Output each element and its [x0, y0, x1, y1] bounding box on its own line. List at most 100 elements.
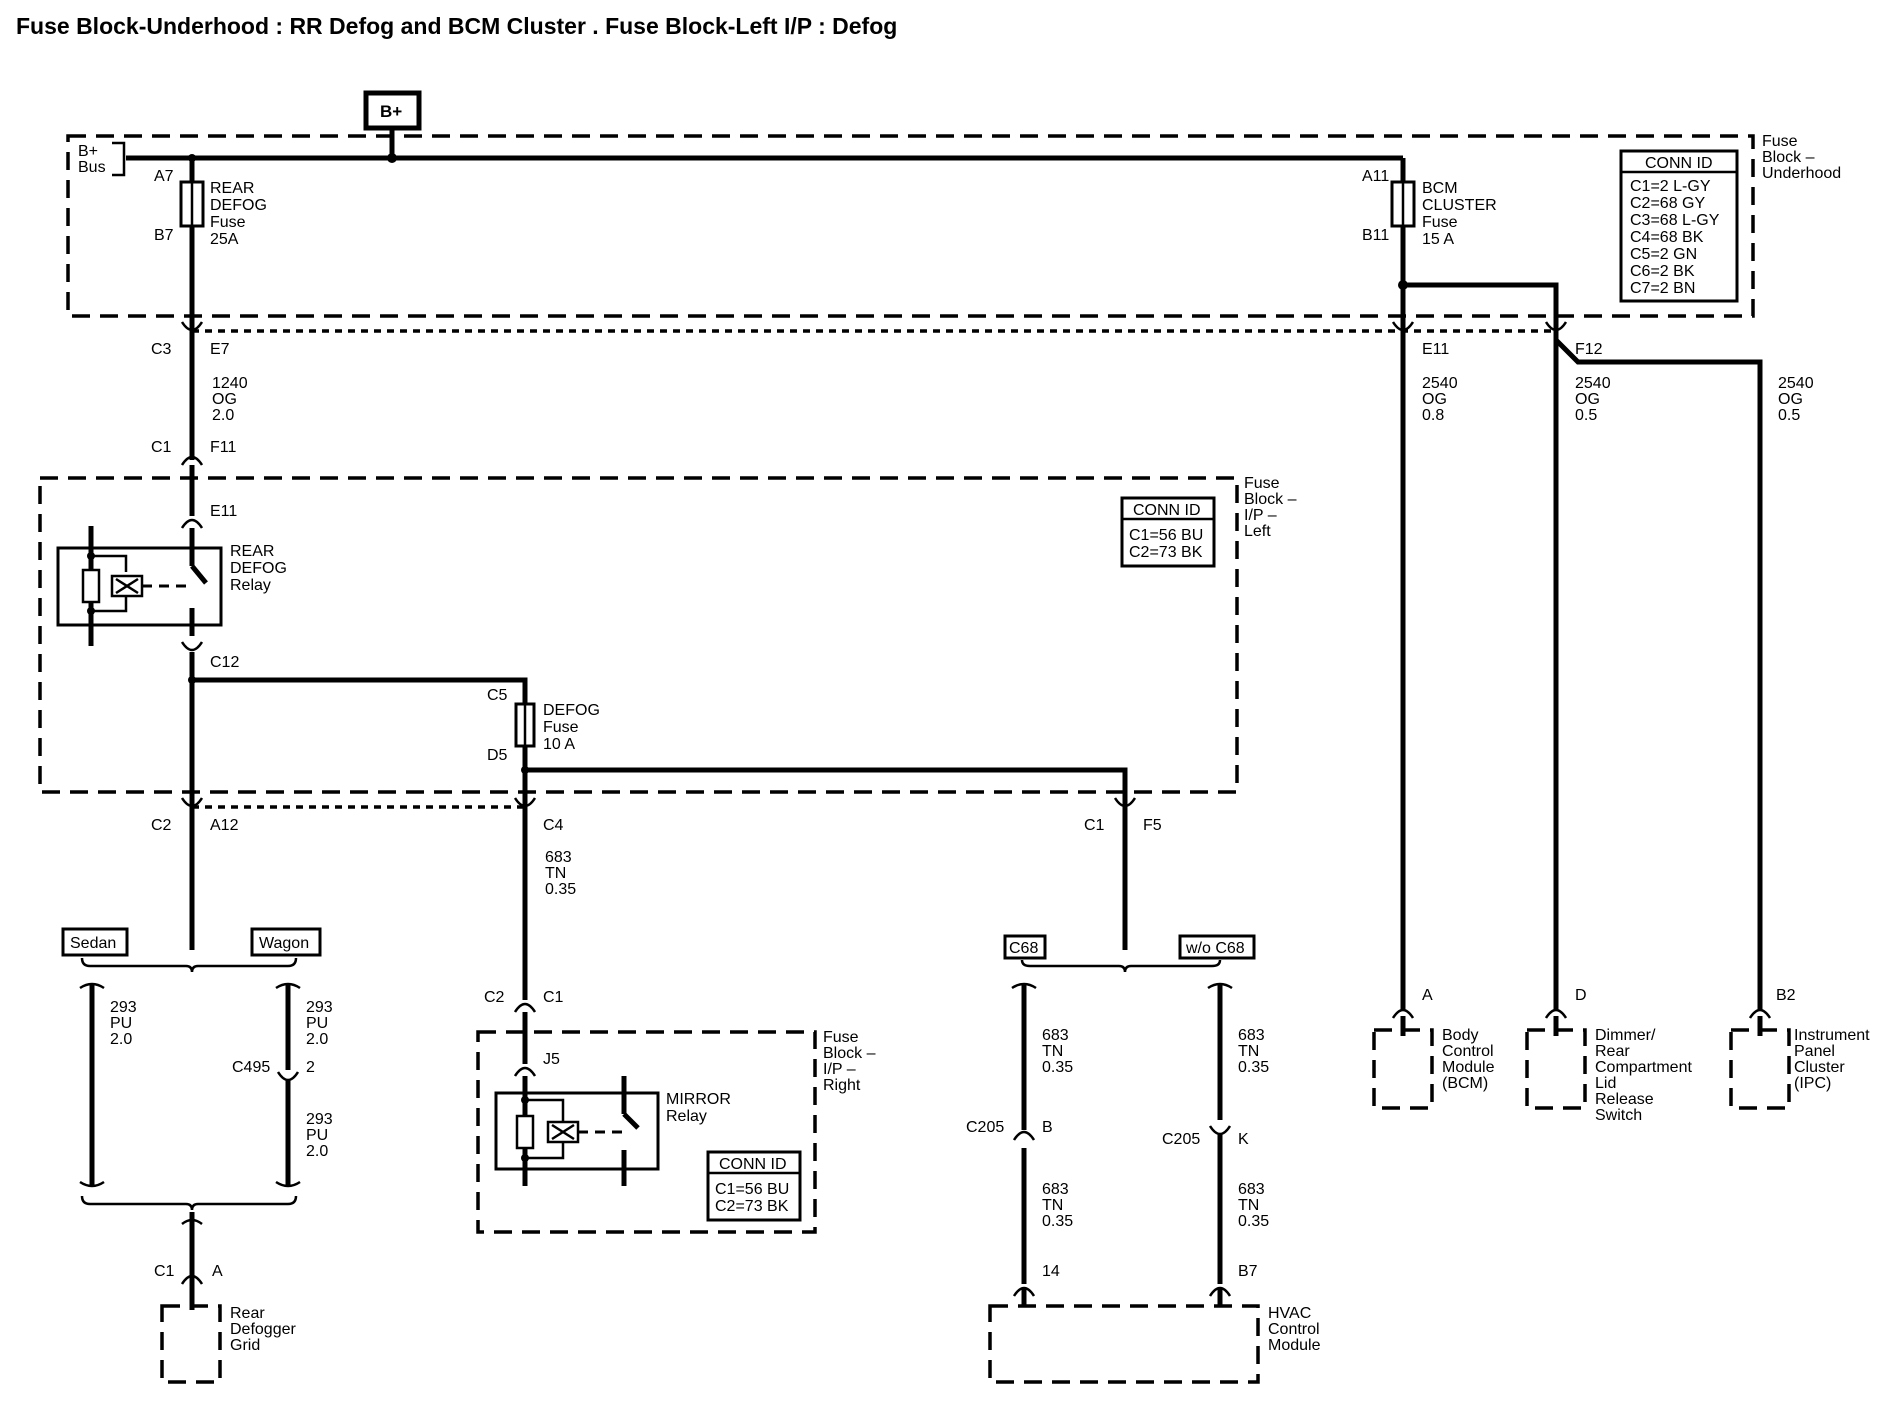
svg-text:F11: F11 [210, 439, 236, 456]
connector-c1-f11 [180, 455, 204, 466]
hvac-control-module [988, 1304, 1260, 1384]
svg-text:Fuse: Fuse [1422, 214, 1458, 231]
svg-text:(BCM): (BCM) [1442, 1075, 1488, 1092]
sedan-wagon-split-brace [80, 957, 298, 973]
hvac-pin-b7: B7 [1238, 1263, 1258, 1280]
svg-text:TN: TN [1238, 1197, 1259, 1214]
svg-text:C2=68 GY: C2=68 GY [1630, 195, 1705, 212]
svg-text:A12: A12 [210, 817, 239, 834]
svg-text:Fuse: Fuse [543, 719, 579, 736]
svg-text:E7: E7 [210, 341, 230, 358]
hvac-control-module-label: HVAC Control Module [1268, 1305, 1321, 1354]
dimmer-pin-d: D [1575, 987, 1587, 1004]
svg-text:Block –: Block – [823, 1045, 876, 1062]
svg-text:15 A: 15 A [1422, 231, 1454, 248]
option-sedan-box: Sedan [61, 927, 129, 957]
right-ip-fuse-block-name: Fuse Block – I/P – Right [823, 1029, 876, 1094]
svg-text:Fuse: Fuse [210, 214, 246, 231]
svg-text:A: A [212, 1263, 223, 1280]
svg-text:DEFOG: DEFOG [230, 560, 287, 577]
svg-text:C1: C1 [154, 1263, 175, 1280]
svg-text:OG: OG [212, 391, 237, 408]
connector-c12 [180, 641, 204, 652]
wire-2540-bcm-label: 2540 OG 0.8 [1422, 375, 1458, 424]
svg-text:C12: C12 [210, 654, 239, 671]
svg-text:OG: OG [1422, 391, 1447, 408]
svg-text:Block –: Block – [1762, 149, 1815, 166]
bplus-junction [387, 153, 397, 163]
svg-text:C1: C1 [151, 439, 172, 456]
left-ip-fuse-block-name: Fuse Block – I/P – Left [1244, 475, 1297, 540]
svg-text:293: 293 [306, 1111, 333, 1128]
svg-text:Module: Module [1442, 1059, 1495, 1076]
svg-text:BCM: BCM [1422, 180, 1458, 197]
connector-e11-relay [180, 518, 204, 529]
pin-b7: B7 [154, 227, 174, 244]
underhood-fuse-block-name: Fuse Block – Underhood [1762, 133, 1841, 182]
svg-text:293: 293 [306, 999, 333, 1016]
wire-683-mirror-label: 683 TN 0.35 [545, 849, 576, 898]
svg-text:Panel: Panel [1794, 1043, 1835, 1060]
svg-text:HVAC: HVAC [1268, 1305, 1311, 1322]
svg-text:C5: C5 [487, 687, 508, 704]
svg-text:F5: F5 [1143, 817, 1162, 834]
svg-text:293: 293 [110, 999, 137, 1016]
svg-text:C1: C1 [1084, 817, 1105, 834]
svg-text:Block –: Block – [1244, 491, 1297, 508]
svg-text:2.0: 2.0 [306, 1143, 328, 1160]
body-control-module-label: Body Control Module (BCM) [1442, 1027, 1495, 1092]
wire-2540-ipc [1554, 338, 1763, 1010]
svg-text:w/o C68: w/o C68 [1185, 940, 1245, 957]
svg-text:TN: TN [1042, 1197, 1063, 1214]
svg-text:Dimmer/: Dimmer/ [1595, 1027, 1656, 1044]
option-c68-box: C68 [1003, 934, 1047, 960]
pin-b11: B11 [1362, 227, 1389, 244]
svg-text:C1=56 BU: C1=56 BU [715, 1181, 789, 1198]
svg-text:Left: Left [1244, 523, 1271, 540]
bcm-pin-a: A [1422, 987, 1433, 1004]
right-ip-conn-id-table: CONN ID C1=56 BU C2=73 BK [706, 1150, 802, 1222]
svg-text:0.35: 0.35 [1238, 1213, 1269, 1230]
svg-text:0.5: 0.5 [1778, 407, 1800, 424]
bplus-bus-bracket [112, 141, 126, 177]
svg-text:PU: PU [306, 1127, 328, 1144]
svg-text:E11: E11 [1422, 341, 1449, 358]
connector-c1-a-grid [180, 1218, 204, 1285]
rear-defogger-grid-label: Rear Defogger Grid [230, 1305, 296, 1354]
svg-text:DEFOG: DEFOG [210, 197, 267, 214]
svg-text:C4=68 BK: C4=68 BK [1630, 229, 1704, 246]
rear-defog-relay [56, 526, 223, 646]
svg-text:K: K [1238, 1131, 1249, 1148]
svg-text:Underhood: Underhood [1762, 165, 1841, 182]
svg-text:Switch: Switch [1595, 1107, 1642, 1124]
svg-text:C1: C1 [543, 989, 564, 1006]
svg-text:2.0: 2.0 [306, 1031, 328, 1048]
c68-split-brace [1020, 959, 1222, 973]
sedan-wagon-join-brace [80, 1195, 298, 1211]
svg-text:C4: C4 [543, 817, 564, 834]
svg-text:Fuse: Fuse [1244, 475, 1280, 492]
svg-text:2: 2 [306, 1059, 315, 1076]
svg-text:C2: C2 [151, 817, 172, 834]
svg-text:I/P –: I/P – [1244, 507, 1277, 524]
left-ip-conn-id-table: CONN ID C1=56 BU C2=73 BK [1120, 496, 1216, 568]
svg-text:683: 683 [1238, 1027, 1265, 1044]
svg-text:0.35: 0.35 [1042, 1213, 1073, 1230]
wire-293-wagon-bottom-label: 293 PU 2.0 [306, 1111, 333, 1160]
svg-text:0.35: 0.35 [1042, 1059, 1073, 1076]
rear-defog-relay-label: REAR DEFOG Relay [230, 543, 287, 594]
body-control-module [1372, 1028, 1434, 1110]
svg-text:Relay: Relay [666, 1108, 707, 1125]
svg-text:683: 683 [1042, 1027, 1069, 1044]
svg-text:CONN ID: CONN ID [1133, 502, 1201, 519]
svg-text:C2=73 BK: C2=73 BK [715, 1198, 789, 1215]
svg-text:Fuse: Fuse [823, 1029, 859, 1046]
svg-text:Grid: Grid [230, 1337, 260, 1354]
mirror-relay-label: MIRROR Relay [666, 1091, 731, 1125]
svg-text:E11: E11 [210, 503, 237, 520]
wire-293-wagon-top-label: 293 PU 2.0 [306, 999, 333, 1048]
svg-text:2540: 2540 [1575, 375, 1611, 392]
underhood-fuse-block-outline [66, 134, 1755, 318]
bcm-cluster-fuse-label: BCM CLUSTER Fuse 15 A [1422, 180, 1497, 248]
option-wagon-box: Wagon [250, 927, 322, 957]
